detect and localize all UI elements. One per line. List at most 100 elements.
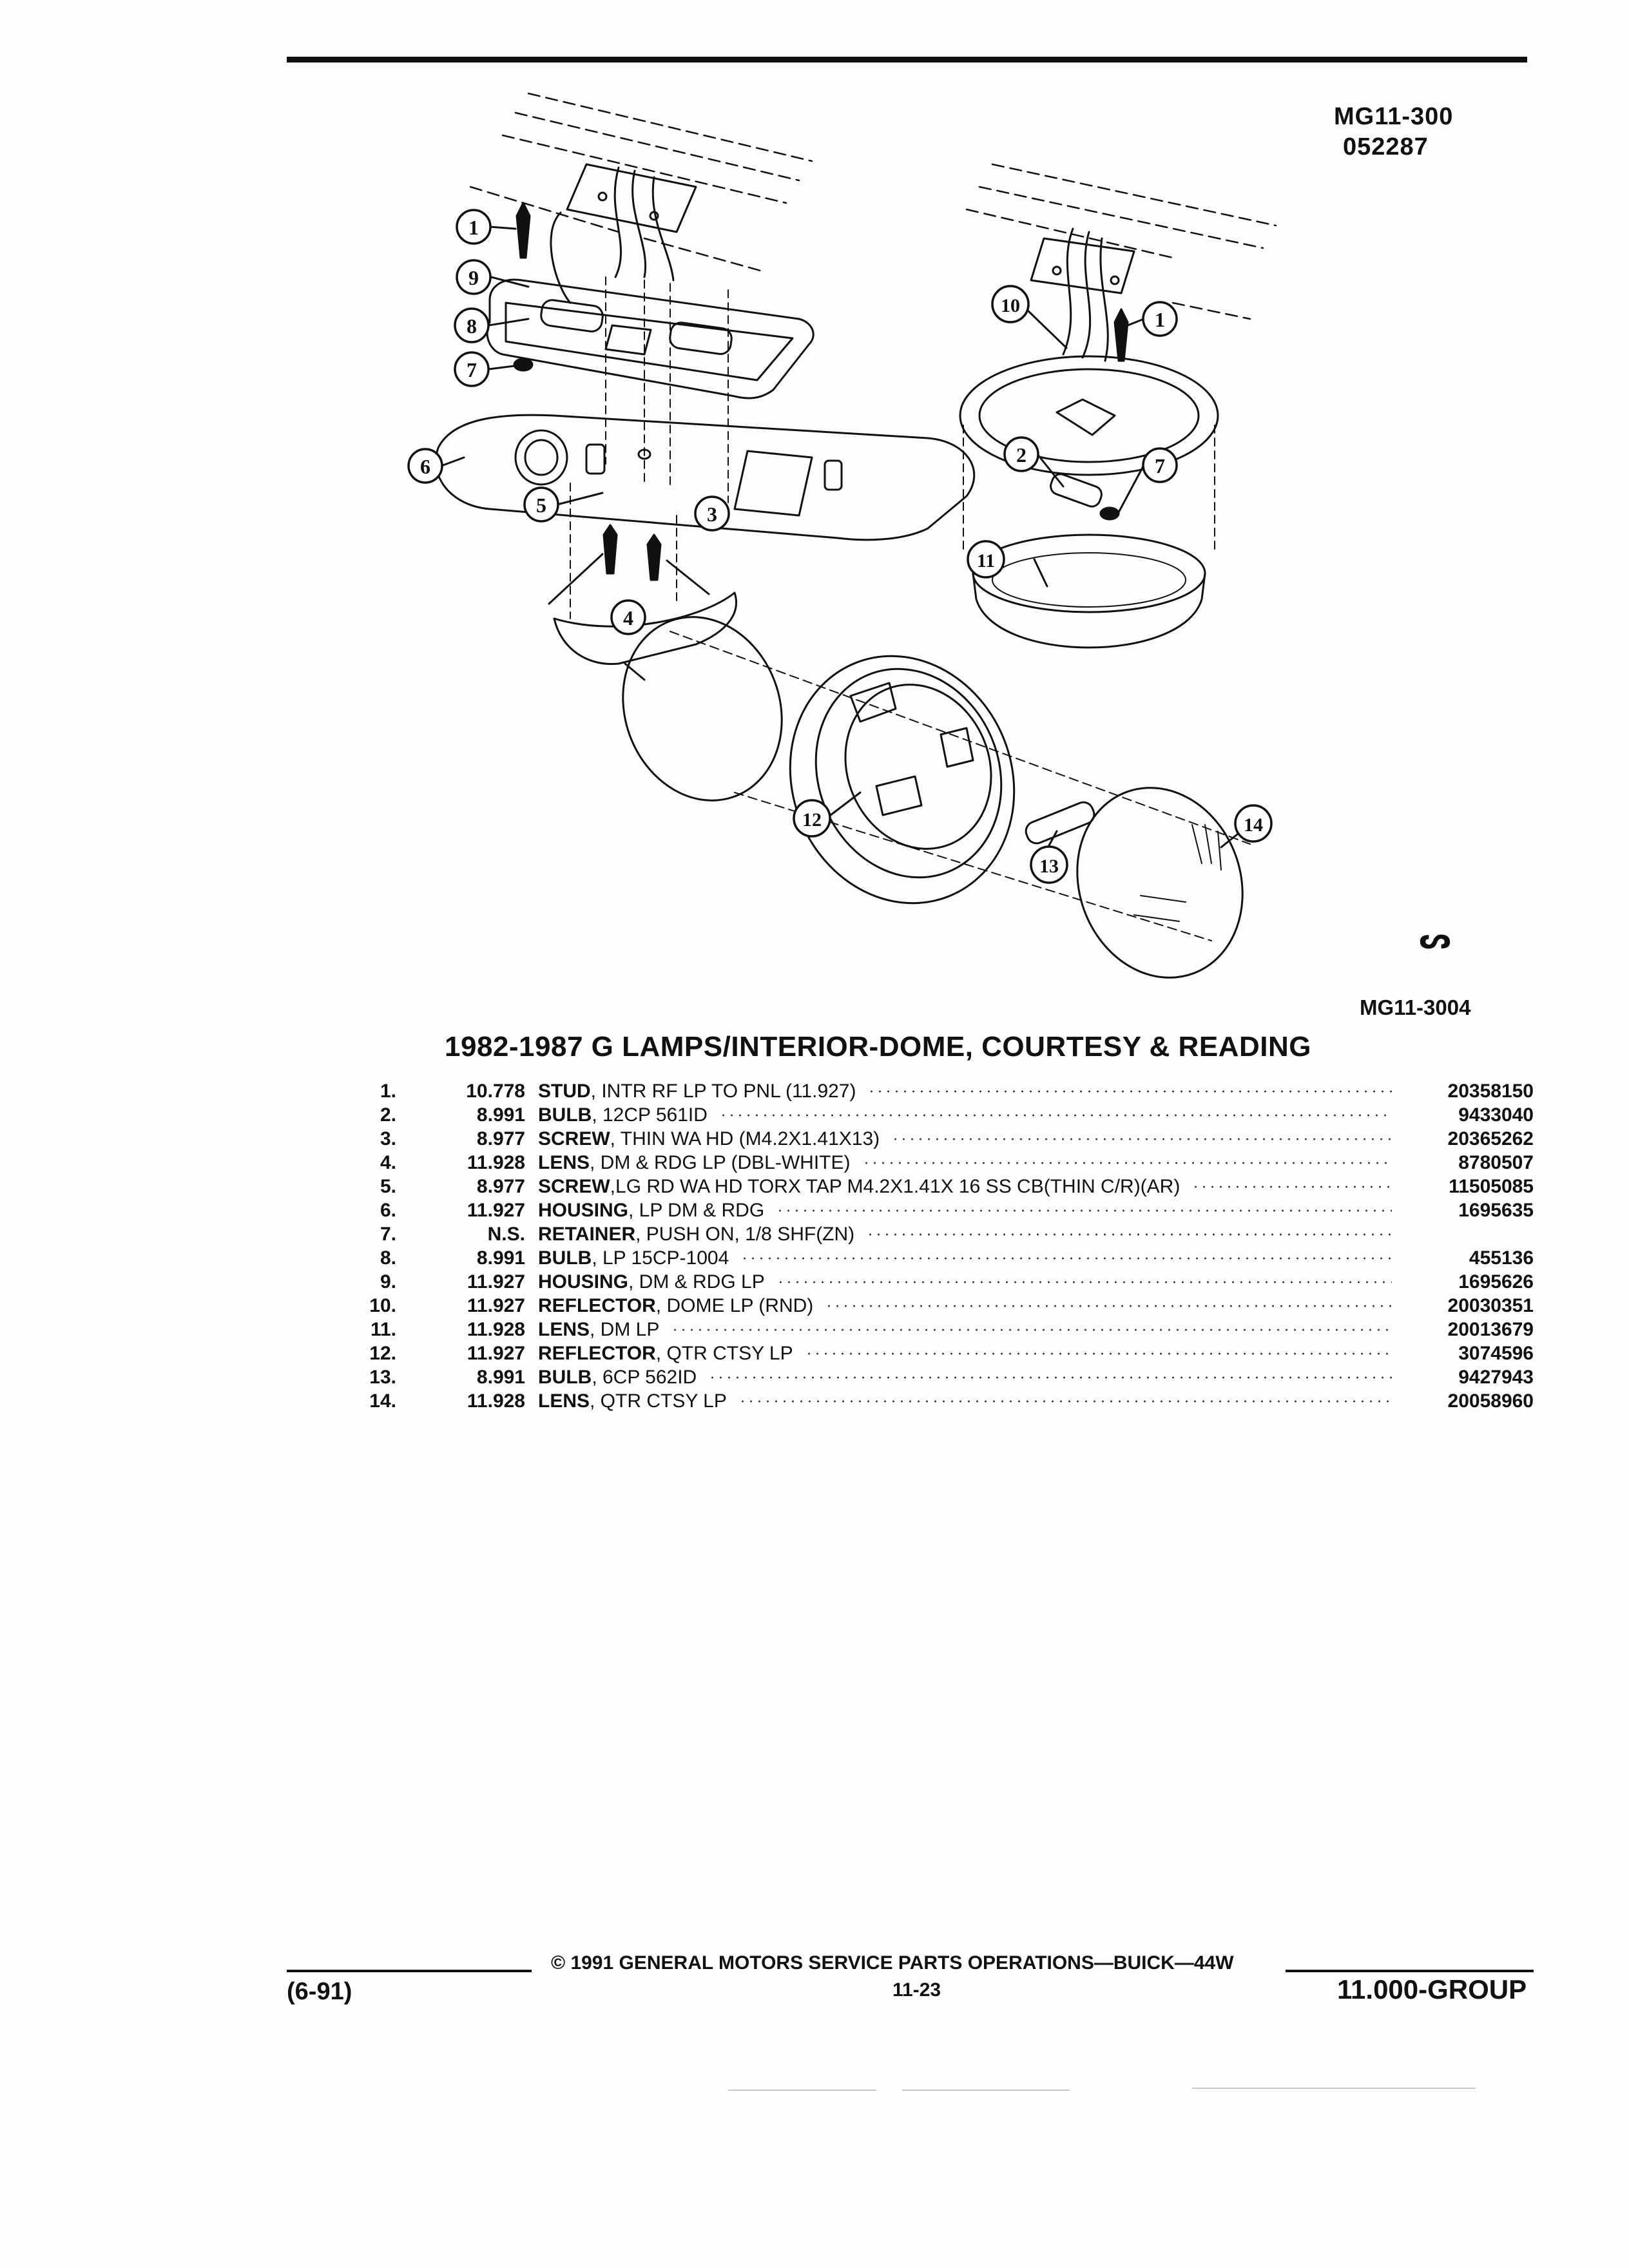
item-number: 5. (380, 1176, 396, 1197)
group-number: 11.927 (467, 1200, 525, 1221)
item-number: 9. (380, 1271, 396, 1293)
wire (550, 211, 572, 304)
part-number: 8780507 (1458, 1152, 1534, 1173)
wire (613, 166, 622, 278)
part-number: 20013679 (1447, 1319, 1534, 1340)
part-description: , INTR RF LP TO PNL (11.927) (590, 1081, 856, 1102)
assembly-lines (670, 631, 1251, 941)
part-name: LENS (538, 1390, 590, 1412)
bulb (669, 322, 733, 355)
callout-7b: 7 (1142, 447, 1178, 483)
item-number: 4. (380, 1152, 396, 1173)
scan-artifact (1192, 2088, 1476, 2089)
callout-14: 14 (1234, 804, 1273, 843)
quarter-courtesy-lamp-assembly (622, 616, 1251, 979)
callout-4: 4 (610, 599, 646, 635)
part-number: 455136 (1469, 1247, 1534, 1269)
dot-leader (740, 1256, 1392, 1260)
item-number: 3. (380, 1128, 396, 1149)
group-number: 11.927 (467, 1343, 525, 1364)
dome-lens-inner (992, 552, 1186, 608)
part-description: , 12CP 561ID (592, 1104, 708, 1126)
parts-list-row: 4. 11.928 LENS , DM & RDG LP (DBL-WHITE)… (361, 1151, 1534, 1175)
svg-text:1: 1 (1155, 308, 1165, 331)
scan-artifact (902, 2090, 1070, 2091)
callout-3: 3 (694, 495, 730, 532)
lamp-housing (435, 414, 976, 541)
part-description: , QTR CTSY LP (590, 1390, 727, 1412)
group-number: 8.977 (476, 1176, 525, 1197)
dot-leader (776, 1280, 1392, 1283)
svg-text:1: 1 (468, 216, 479, 239)
part-description: , DM LP (590, 1319, 660, 1340)
group-number: 8.991 (476, 1104, 525, 1126)
dot-leader (891, 1137, 1392, 1140)
wire (1081, 231, 1092, 359)
bulb (1025, 801, 1095, 845)
socket (1055, 398, 1116, 436)
svg-text:9: 9 (468, 266, 479, 289)
item-number: 2. (380, 1104, 396, 1126)
footer-rule (287, 1970, 532, 1972)
bulb (1050, 473, 1103, 508)
dot-leader (1191, 1185, 1392, 1188)
parts-list-row: 3. 8.977 SCREW , THIN WA HD (M4.2X1.41X1… (361, 1127, 1534, 1151)
stud (1113, 308, 1129, 362)
lens-pattern (1133, 824, 1222, 922)
dot-leader (738, 1399, 1392, 1403)
parts-list-row: 8. 8.991 BULB , LP 15CP-1004 455136 (361, 1246, 1534, 1270)
switch (585, 443, 606, 475)
document-date: 052287 (1343, 133, 1429, 160)
exploded-parts-diagram: 1 9 8 7 6 5 3 4 10 1 2 7 11 12 13 14 (407, 92, 1277, 979)
part-number: 20358150 (1447, 1081, 1534, 1102)
wire (631, 169, 647, 278)
dot-leader (862, 1161, 1392, 1164)
callout-13: 13 (1030, 845, 1068, 884)
part-number: 20365262 (1447, 1128, 1534, 1149)
screw-hole (637, 448, 651, 460)
group-label: 11.000-GROUP (1337, 1974, 1527, 2004)
svg-text:8: 8 (467, 314, 477, 338)
group-number: 10.778 (466, 1081, 525, 1102)
item-number: 6. (380, 1200, 396, 1221)
callout-5: 5 (523, 486, 559, 523)
dot-leader (776, 1209, 1392, 1212)
dot-leader (867, 1090, 1392, 1093)
group-number: 8.991 (476, 1247, 525, 1269)
callout-1b: 1 (1142, 301, 1178, 337)
figure-reference: MG11-3004 (1360, 995, 1471, 1019)
part-number: 3074596 (1458, 1343, 1534, 1364)
parts-list-row: 10. 11.927 REFLECTOR , DOME LP (RND) 200… (361, 1294, 1534, 1318)
svg-text:2: 2 (1016, 443, 1027, 466)
mount-hole (1052, 265, 1062, 276)
dot-leader (718, 1113, 1392, 1117)
mounting-plate (1030, 237, 1135, 294)
publisher-logo: ᔕ (1419, 923, 1451, 955)
svg-text:6: 6 (420, 455, 430, 478)
screw (602, 524, 618, 575)
callout-6: 6 (407, 448, 443, 484)
mount-hole (1110, 275, 1120, 285)
mount-hole (597, 191, 608, 202)
callout-12: 12 (793, 799, 831, 838)
top-rule (287, 57, 1527, 62)
part-name: LENS (538, 1152, 590, 1173)
roof-panel-lines (469, 92, 813, 272)
group-number: 8.991 (476, 1367, 525, 1388)
part-name: SCREW (538, 1128, 610, 1149)
part-description: , LP DM & RDG (628, 1200, 765, 1221)
parts-list-row: 1. 10.778 STUD , INTR RF LP TO PNL (11.9… (361, 1079, 1534, 1103)
part-number: 9427943 (1458, 1367, 1534, 1388)
parts-list: 1. 10.778 STUD , INTR RF LP TO PNL (11.9… (361, 1079, 1534, 1413)
part-name: BULB (538, 1247, 592, 1269)
part-description: , PUSH ON, 1/8 SHF(ZN) (635, 1224, 855, 1245)
part-description: ,LG RD WA HD TORX TAP M4.2X1.41X 16 SS C… (610, 1176, 1181, 1197)
callout-8: 8 (454, 307, 490, 343)
reflector-rim (815, 668, 1003, 879)
svg-text:13: 13 (1039, 856, 1059, 877)
svg-text:4: 4 (623, 606, 633, 629)
part-name: HOUSING (538, 1200, 629, 1221)
wire (1099, 237, 1109, 362)
reflector-inner (978, 368, 1200, 463)
callout-10: 10 (991, 285, 1030, 323)
